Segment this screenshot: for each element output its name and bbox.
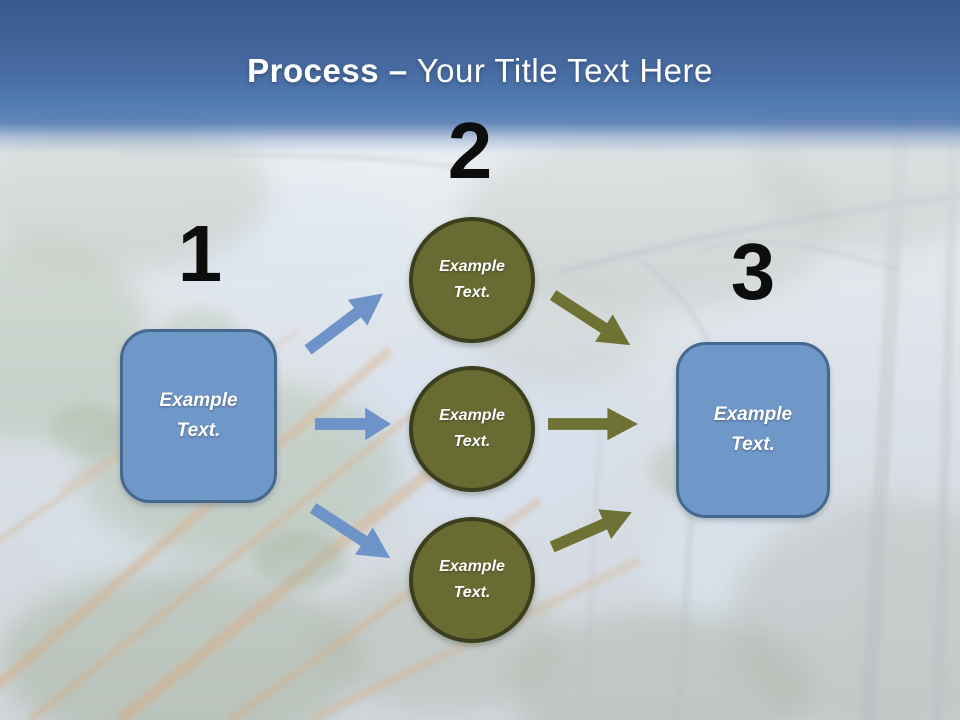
step-3-box-label: Example Text. [713, 403, 793, 455]
blue-arrow-bottom [303, 493, 400, 573]
step-2-circle-middle: Example Text. [409, 366, 535, 492]
step-2-circle-bottom: Example Text. [409, 517, 535, 643]
title-regular-text: Your Title Text Here [416, 52, 713, 89]
step-1-box: Example Text. [120, 329, 277, 503]
olive-arrow-top [543, 280, 640, 360]
blue-arrow-middle [315, 406, 391, 442]
step-2-circle-top-label: Example Text. [439, 257, 505, 301]
blue-arrow-top [297, 279, 394, 364]
title-bold-text: Process – [247, 52, 408, 89]
slide-title: Process – Your Title Text Here [0, 52, 960, 90]
title-banner [0, 0, 960, 162]
step-2-circle-top: Example Text. [409, 217, 535, 343]
step-3-number: 3 [730, 227, 776, 316]
step-2-circle-bottom-label: Example Text. [439, 557, 505, 601]
step-2-number: 2 [447, 106, 493, 195]
olive-arrow-middle [548, 406, 638, 442]
step-1-box-label: Example Text. [159, 389, 238, 441]
olive-arrow-bottom [545, 496, 639, 564]
step-1-number: 1 [177, 209, 223, 298]
step-2-circle-middle-label: Example Text. [439, 406, 505, 450]
step-3-box: Example Text. [676, 342, 830, 518]
